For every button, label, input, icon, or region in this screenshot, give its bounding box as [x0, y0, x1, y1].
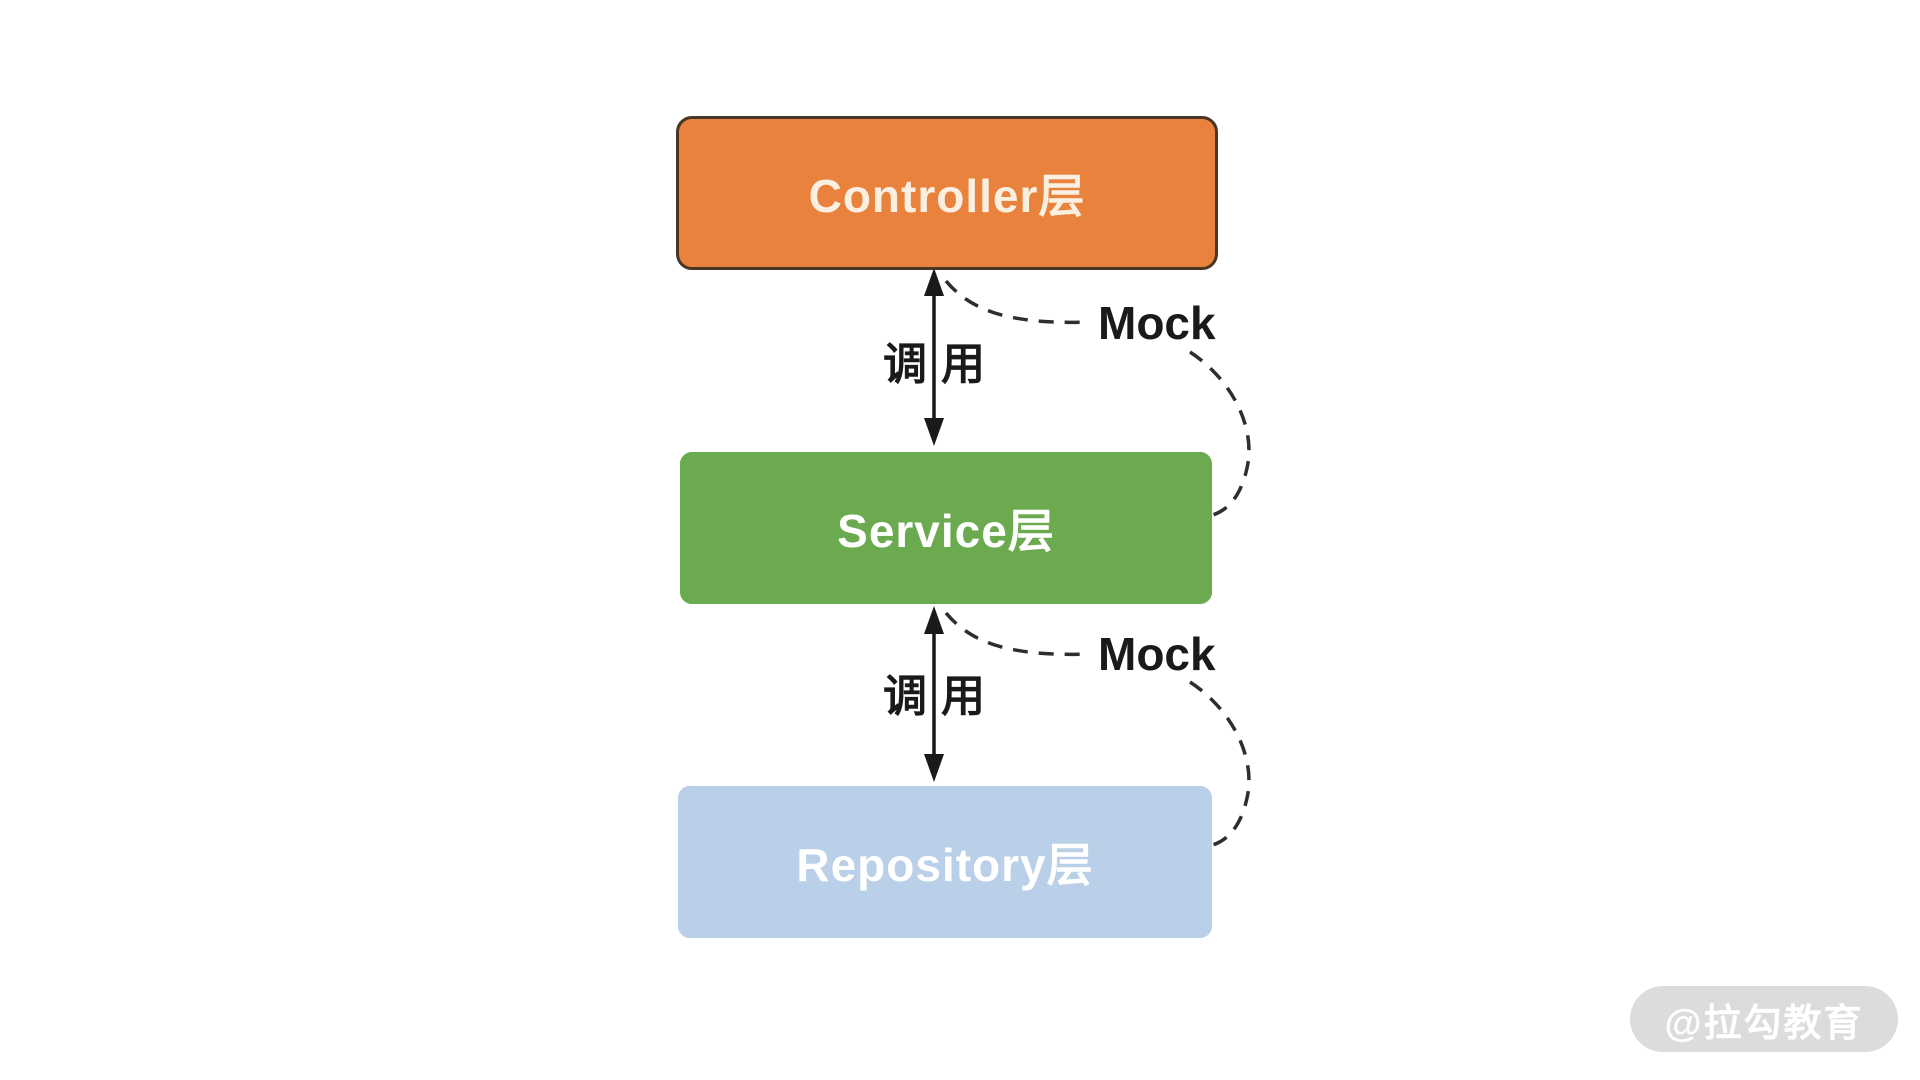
mock-annotation-label-2: Mock	[1098, 628, 1216, 680]
mock-annotation-label-1: Mock	[1098, 297, 1216, 349]
call-edge-label-1: 调用	[883, 340, 999, 389]
service-layer-label: Service层	[837, 505, 1055, 557]
repository-layer-box: Repository层	[678, 786, 1212, 938]
controller-layer-box: Controller层	[676, 116, 1218, 270]
controller-layer-label: Controller层	[808, 170, 1086, 222]
repository-layer-label: Repository层	[796, 839, 1094, 891]
watermark-text: @拉勾教育	[1664, 1002, 1864, 1045]
watermark-badge: @拉勾教育	[1630, 986, 1898, 1052]
call-edge-label-2: 调用	[883, 672, 999, 721]
service-layer-box: Service层	[680, 452, 1212, 604]
